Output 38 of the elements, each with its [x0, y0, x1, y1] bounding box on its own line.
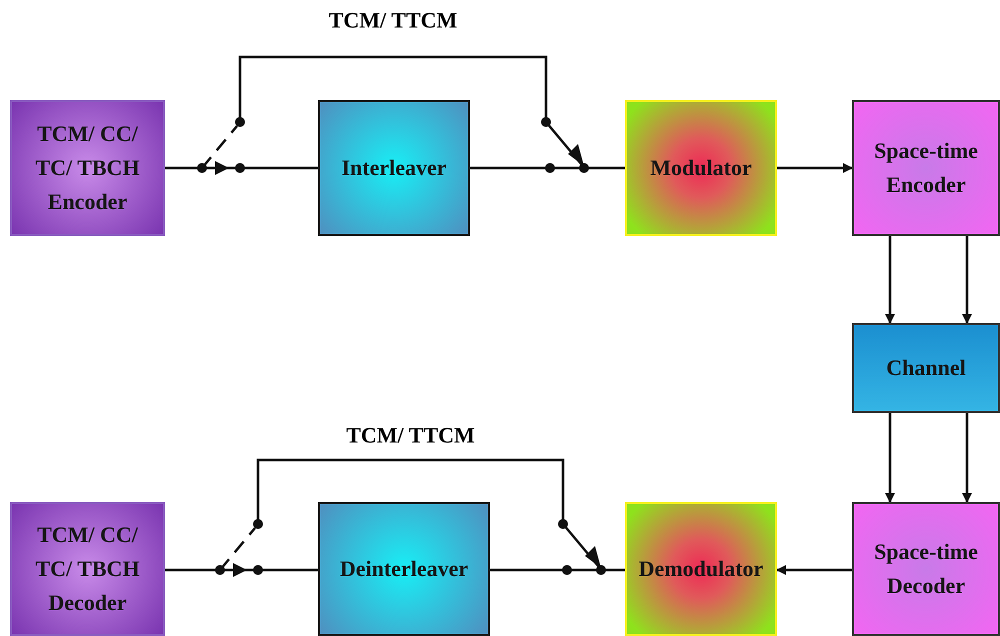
arrow	[885, 413, 895, 503]
connector-line	[165, 568, 213, 572]
box-label: Deinterleaver	[340, 555, 468, 583]
connector-line	[256, 458, 564, 514]
process-box	[852, 323, 1000, 413]
process-box	[852, 502, 1000, 636]
box-label: Interleaver	[341, 154, 447, 182]
arrow	[776, 565, 852, 575]
connector-line	[238, 56, 548, 112]
switch-symbol	[195, 112, 247, 174]
process-box	[852, 100, 1000, 236]
arrow	[777, 163, 853, 173]
arrow	[885, 236, 895, 324]
box-label: Modulator	[650, 154, 752, 182]
connector-line	[247, 166, 318, 170]
arrow	[962, 413, 972, 503]
box-label: TCM/ CC/ TC/ TBCH Encoder	[34, 120, 141, 216]
switch-symbol	[213, 514, 265, 576]
connector-line	[165, 166, 195, 170]
box-label: Space-time Encoder	[873, 137, 979, 199]
process-box	[318, 502, 490, 636]
process-box	[318, 100, 470, 236]
process-box	[10, 502, 165, 636]
connector-line	[470, 166, 538, 170]
box-label: TCM/ CC/ TC/ TBCH Decoder	[34, 521, 141, 617]
connector-line	[490, 568, 555, 572]
arrow	[962, 236, 972, 324]
connector-line	[265, 568, 318, 572]
switch-symbol	[555, 514, 611, 576]
switch-symbol	[538, 112, 594, 174]
process-box	[625, 502, 777, 636]
connector-line	[594, 166, 625, 170]
process-box	[10, 100, 165, 236]
process-box	[625, 100, 777, 236]
box-label: Channel	[886, 354, 966, 382]
box-label: Space-time Decoder	[873, 538, 979, 600]
box-label: Demodulator	[638, 555, 764, 583]
connector-line	[611, 568, 625, 572]
